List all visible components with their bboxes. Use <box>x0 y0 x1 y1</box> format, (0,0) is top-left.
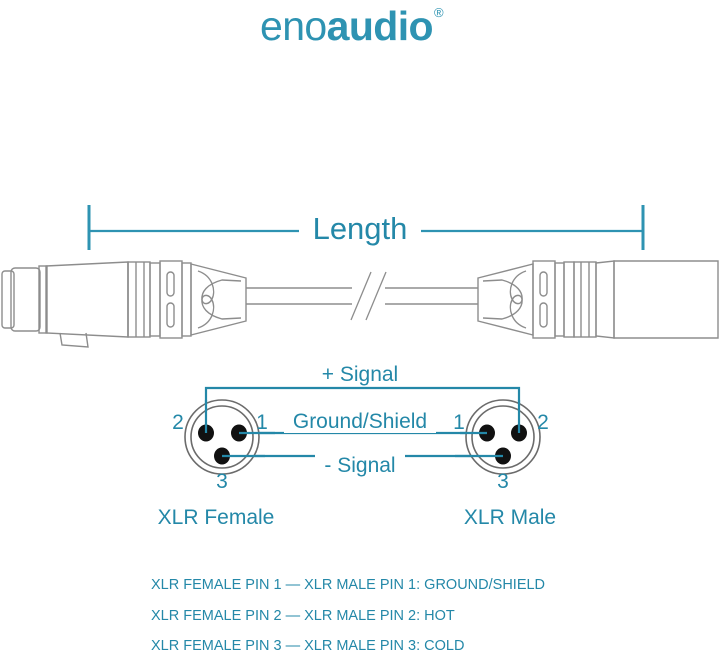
female-pin-3-number: 3 <box>216 470 228 493</box>
female-pin-2-number: 2 <box>172 411 184 434</box>
legend-line-pin1: XLR FEMALE PIN 1 — XLR MALE PIN 1: GROUN… <box>151 577 546 593</box>
female-pin-1-number: 1 <box>256 411 268 434</box>
male-boot-swoosh-upper <box>482 270 527 305</box>
logo-wordmark: enoaudio® <box>0 6 702 47</box>
female-boot <box>190 263 247 336</box>
male-boot-swoosh-lower <box>482 294 527 329</box>
logo-text-audio: audio <box>326 3 434 49</box>
male-slot-lower <box>539 302 548 328</box>
cable-break-slash-2 <box>365 271 387 321</box>
female-boot-swoosh-upper <box>197 270 242 305</box>
wiring-schematic <box>184 386 541 475</box>
xlr-male-label: XLR Male <box>463 506 557 529</box>
female-endcap-barrel <box>10 267 41 332</box>
minus-signal-label: - Signal <box>0 454 720 477</box>
diagram-canvas: enoaudio® <box>0 6 720 653</box>
female-slot-upper <box>166 271 175 297</box>
pinout-legend: XLR FEMALE PIN 1 — XLR MALE PIN 1: GROUN… <box>151 578 671 670</box>
plus-signal-label: + Signal <box>0 363 720 386</box>
legend-line-pin2: XLR FEMALE PIN 2 — XLR MALE PIN 2: HOT <box>151 607 455 624</box>
ground-shield-label: Ground/Shield <box>0 410 720 433</box>
male-pin-1-number: 1 <box>453 411 465 434</box>
xlr-female-label: XLR Female <box>157 506 275 529</box>
cable-artwork <box>1 260 719 348</box>
legend-line-pin3: XLR FEMALE PIN 3 — XLR MALE PIN 3: COLD <box>151 638 465 654</box>
cable-break-slash-1 <box>350 271 372 321</box>
brand-logo: enoaudio® <box>0 6 720 47</box>
length-label: Length <box>0 211 720 246</box>
logo-text-eno: eno <box>260 3 327 49</box>
male-pin-3-number: 3 <box>497 470 509 493</box>
female-boot-swoosh-lower <box>197 294 242 329</box>
female-latch-tab <box>59 332 89 348</box>
male-pin-2-number: 2 <box>537 411 549 434</box>
male-body <box>613 260 719 339</box>
male-slot-upper <box>539 271 548 297</box>
female-slot-lower <box>166 302 175 328</box>
female-collar-ring <box>38 265 48 334</box>
registered-trademark-icon: ® <box>433 5 444 21</box>
female-endcap-outer <box>1 270 15 329</box>
